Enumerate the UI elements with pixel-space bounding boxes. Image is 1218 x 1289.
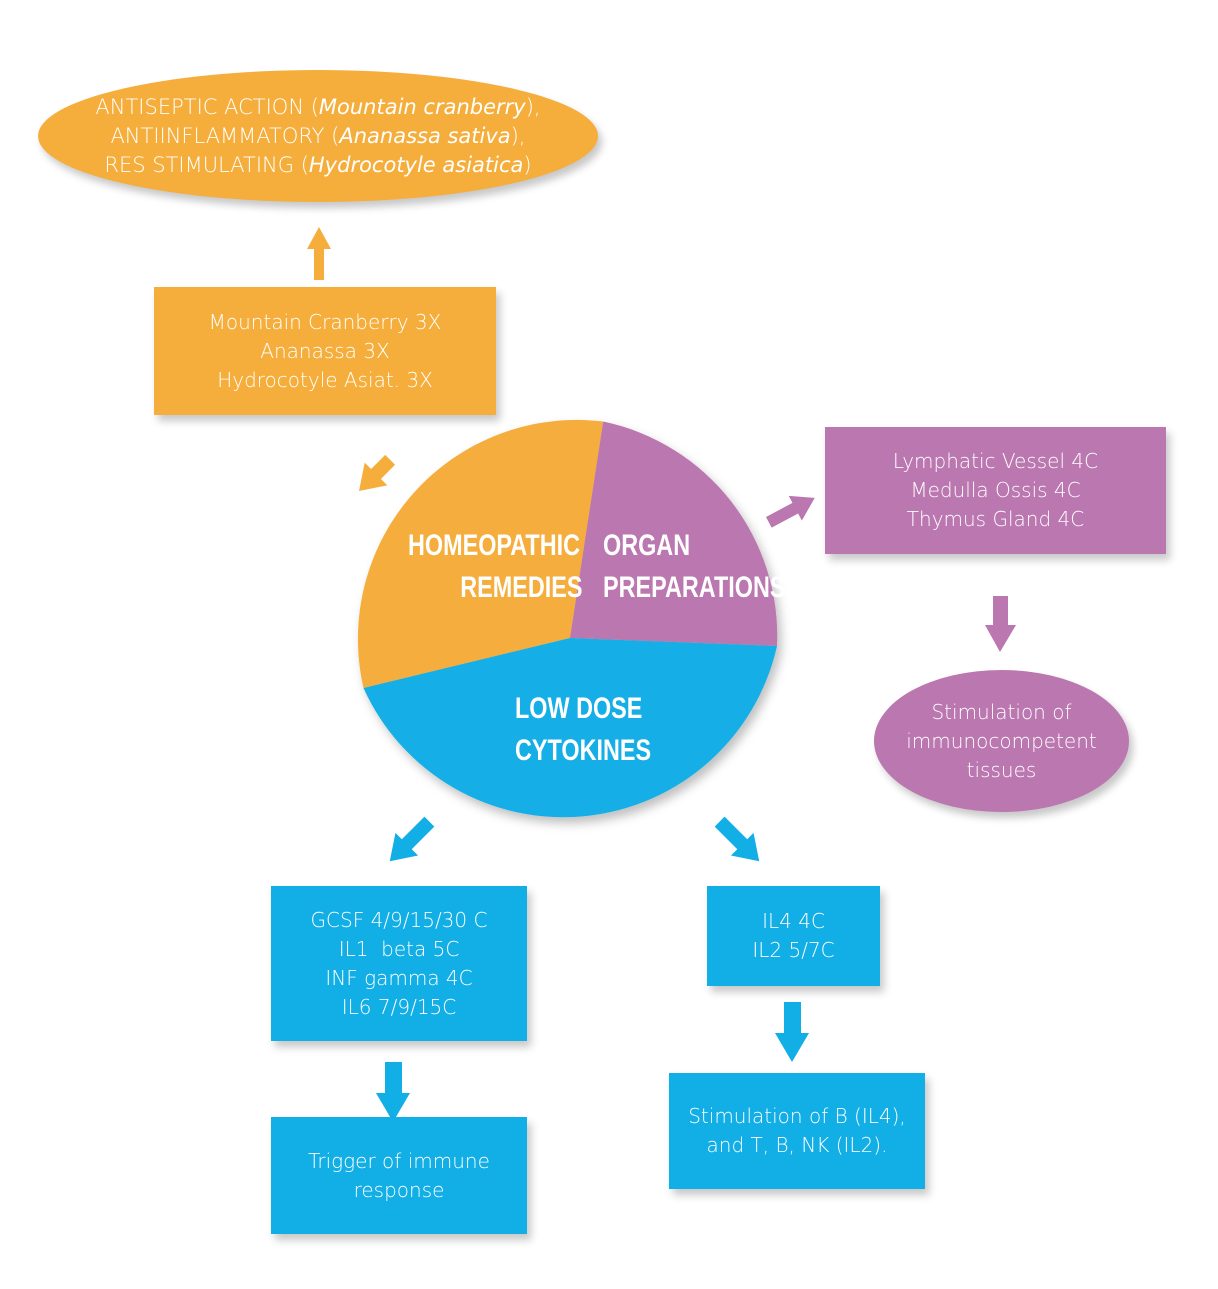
arrow-right-box-to-result	[775, 1002, 809, 1062]
cytokine-item: IL2 5/7C	[752, 938, 835, 962]
cytokines-left-box: GCSF 4/9/15/30 C IL1 beta 5C INF gamma 4…	[271, 886, 527, 1041]
cytokine-item: GCSF 4/9/15/30 C	[310, 907, 488, 932]
pie-label-line: LOW DOSE	[515, 692, 643, 725]
pie-segment-cytokines	[363, 638, 777, 818]
arrow-pie-to-organ-box	[765, 495, 815, 528]
result-line: Stimulation of B (IL4),	[688, 1104, 906, 1128]
result-line: immunocompetent	[906, 728, 1097, 753]
cytokine-item: IL1 beta 5C	[338, 936, 460, 961]
remedy-item: Mountain Cranberry 3X	[208, 309, 442, 334]
cytokines-right-box: IL4 4C IL2 5/7C	[707, 886, 880, 986]
cytokine-item: INF gamma 4C	[325, 965, 473, 990]
organ-item: Medulla Ossis 4C	[910, 478, 1081, 502]
effects-line-antiinflammatory: ANTIINFLAMMATORY (Ananassa sativa),	[110, 123, 526, 148]
effects-line-antiseptic: ANTISEPTIC ACTION (Mountain cranberry),	[95, 94, 541, 119]
remedy-item: Ananassa 3X	[260, 338, 390, 363]
arrow-pie-to-right-box	[714, 816, 760, 862]
effects-ellipse: ANTISEPTIC ACTION (Mountain cranberry), …	[38, 70, 598, 202]
arrow-pie-to-left-box	[389, 816, 435, 862]
pie-label-line: PREPARATIONS	[603, 571, 786, 604]
organ-result-ellipse: Stimulation of immunocompetent tissues	[874, 670, 1129, 812]
organ-preparations-box: Lymphatic Vessel 4C Medulla Ossis 4C Thy…	[825, 427, 1166, 554]
cytokine-item: IL4 4C	[762, 909, 825, 933]
pie-label-line: REMEDIES	[460, 571, 583, 604]
arrow-up-to-ellipse	[307, 227, 331, 280]
pie-label-line: CYTOKINES	[515, 734, 652, 767]
result-line: tissues	[966, 757, 1037, 782]
result-line: and T, B, NK (IL2).	[706, 1133, 888, 1157]
arrow-left-box-to-result	[376, 1062, 410, 1122]
b-t-nk-stimulation-box: Stimulation of B (IL4), and T, B, NK (IL…	[669, 1073, 925, 1189]
pie-label-cytokines: LOW DOSE CYTOKINES	[515, 688, 651, 772]
pie-chart	[357, 419, 778, 818]
pie-label-organ: ORGAN PREPARATIONS	[603, 525, 785, 609]
arrow-pie-to-homeopathic-box	[359, 454, 396, 491]
organ-item: Lymphatic Vessel 4C	[892, 449, 1099, 473]
homeopathic-remedies-box: Mountain Cranberry 3X Ananassa 3X Hydroc…	[154, 287, 496, 415]
organ-item: Thymus Gland 4C	[906, 507, 1085, 531]
cytokine-item: IL6 7/9/15C	[341, 994, 457, 1019]
result-line: Stimulation of	[931, 699, 1072, 724]
immune-trigger-box: Trigger of immune response	[271, 1117, 527, 1234]
remedy-item: Hydrocotyle Asiat. 3X	[217, 367, 433, 392]
result-line: response	[353, 1177, 445, 1202]
arrow-organ-box-to-result	[985, 596, 1016, 652]
pie-label-line: HOMEOPATHIC	[408, 529, 581, 562]
pie-segment-organ	[570, 421, 778, 646]
pie-label-homeopathic: HOMEOPATHIC REMEDIES	[408, 525, 582, 609]
result-line: Trigger of immune	[308, 1148, 490, 1173]
effects-line-res-stimulating: RES STIMULATING (Hydrocotyle asiatica)	[104, 152, 532, 177]
pie-segment-homeopathic	[357, 419, 604, 688]
pie-label-line: ORGAN	[603, 529, 691, 562]
